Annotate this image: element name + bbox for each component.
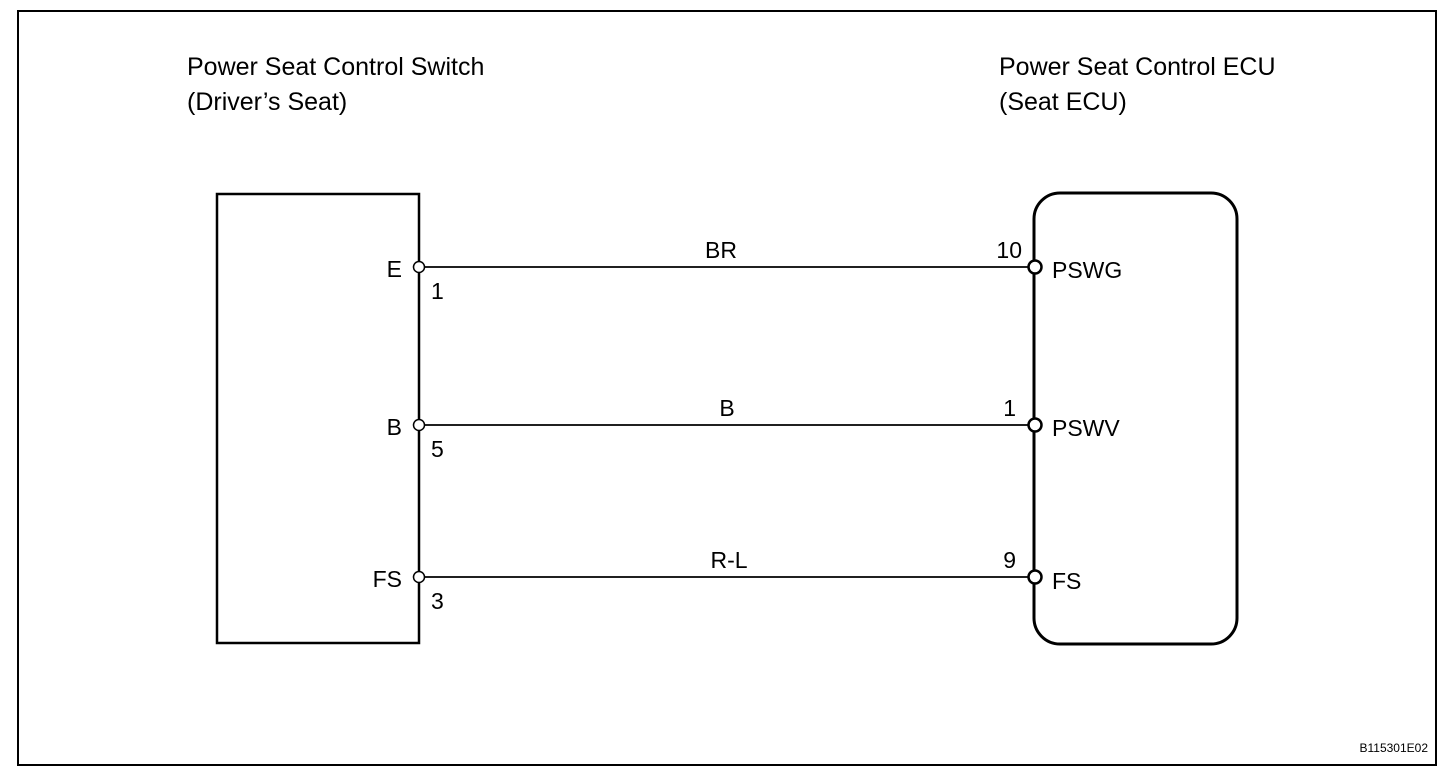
switch-pin-name: FS [373,566,402,592]
switch-terminal [412,570,426,584]
wire-color-label: R-L [710,547,747,573]
ecu-terminal [1027,569,1043,585]
wire-fs-fs: FS 3 R-L 9 FS [373,547,1082,614]
switch-title-line1: Power Seat Control Switch [187,53,484,81]
switch-terminal [412,418,426,432]
wire-b-pswv: B 5 B 1 PSWV [387,395,1121,462]
ecu-pin-name: FS [1052,568,1081,594]
ecu-pin-name: PSWG [1052,257,1122,283]
ecu-terminal [1027,259,1043,275]
ecu-terminal [1027,417,1043,433]
switch-pin-number: 3 [431,588,444,614]
ecu-pin-number: 1 [1003,395,1016,421]
ecu-pin-number: 9 [1003,547,1016,573]
wire-e-pswg: E 1 BR 10 PSWG [387,237,1123,304]
switch-box [215,192,421,645]
switch-terminal [412,260,426,274]
switch-title-line2: (Driver’s Seat) [187,88,347,116]
ecu-pin-number: 10 [996,237,1022,263]
diagram-frame [17,10,1437,766]
switch-pin-name: B [387,414,402,440]
switch-pin-number: 1 [431,278,444,304]
wire-color-label: B [719,395,734,421]
switch-pin-number: 5 [431,436,444,462]
switch-pin-name: E [387,256,402,282]
wire-color-label: BR [705,237,737,263]
ecu-pin-name: PSWV [1052,415,1120,441]
ecu-title-line1: Power Seat Control ECU [999,53,1276,81]
ecu-title-line2: (Seat ECU) [999,88,1127,116]
figure-code: B115301E02 [1359,741,1428,755]
